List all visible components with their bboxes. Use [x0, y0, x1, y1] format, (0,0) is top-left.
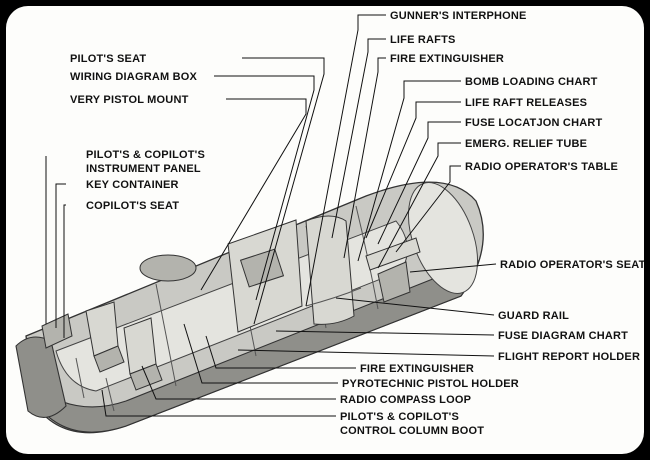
- fuselage-cutaway-diagram: GUNNER'S INTERPHONE LIFE RAFTS FIRE EXTI…: [15, 10, 644, 437]
- label-gunners-interphone: GUNNER'S INTERPHONE: [390, 10, 527, 22]
- leader-line: [141, 365, 336, 400]
- label-pyrotechnic-pistol-holder: PYROTECHNIC PISTOL HOLDER: [342, 378, 519, 390]
- label-control-column-boot-line1: PILOT'S & COPILOT'S: [340, 411, 459, 423]
- nose-opening: [15, 336, 67, 418]
- leader-line: [377, 142, 461, 269]
- leader-line: [409, 263, 497, 273]
- callout-labels: GUNNER'S INTERPHONE LIFE RAFTS FIRE EXTI…: [70, 10, 644, 437]
- leader-lines: [45, 14, 497, 417]
- leader-line: [242, 57, 325, 325]
- leader-line: [365, 101, 461, 239]
- label-fire-extinguisher-bottom: FIRE EXTINGUISHER: [360, 363, 474, 375]
- copilot-seat-cushion: [129, 363, 163, 391]
- leader-line: [275, 330, 495, 336]
- leader-line: [305, 14, 386, 307]
- fuselage-rib: [155, 283, 177, 387]
- leader-line: [200, 98, 307, 291]
- radio-table-shape: [365, 237, 421, 271]
- label-radio-operators-seat: RADIO OPERATOR'S SEAT: [500, 259, 644, 271]
- leader-line: [237, 349, 495, 357]
- radio-operator-seat-shape: [377, 261, 411, 303]
- label-fire-extinguisher-top: FIRE EXTINGUISHER: [390, 53, 504, 65]
- label-bomb-loading-chart: BOMB LOADING CHART: [465, 76, 598, 88]
- leader-line: [55, 183, 66, 328]
- leader-line: [357, 80, 461, 262]
- label-life-rafts: LIFE RAFTS: [390, 34, 456, 46]
- guard-rail-shape: [305, 287, 362, 307]
- label-control-column-boot-line2: CONTROL COLUMN BOOT: [340, 425, 484, 437]
- label-guard-rail: GUARD RAIL: [498, 310, 569, 322]
- leader-line: [377, 121, 461, 245]
- label-wiring-diagram-box: WIRING DIAGRAM BOX: [70, 71, 198, 83]
- leader-line: [343, 57, 386, 259]
- diagram-frame: GUNNER'S INTERPHONE LIFE RAFTS FIRE EXTI…: [6, 6, 644, 454]
- label-radio-compass-loop: RADIO COMPASS LOOP: [340, 394, 471, 406]
- leader-line: [395, 165, 461, 253]
- leader-line: [205, 335, 356, 369]
- leader-line: [331, 38, 386, 239]
- label-instrument-panel-line1: PILOT'S & COPILOT'S: [86, 149, 205, 161]
- label-key-container: KEY CONTAINER: [86, 179, 179, 191]
- label-fuse-diagram-chart: FUSE DIAGRAM CHART: [498, 330, 628, 342]
- control-column: [75, 357, 85, 399]
- label-emerg-relief-tube: EMERG. RELIEF TUBE: [465, 138, 587, 150]
- leader-line: [214, 75, 315, 301]
- label-pilots-seat: PILOT'S SEAT: [70, 53, 146, 65]
- label-life-raft-releases: LIFE RAFT RELEASES: [465, 97, 587, 109]
- label-instrument-panel-line2: INSTRUMENT PANEL: [86, 163, 201, 175]
- leader-line: [335, 297, 495, 316]
- pilot-seat-cushion: [93, 345, 125, 373]
- leader-line: [63, 204, 66, 338]
- label-copilots-seat: COPILOT'S SEAT: [86, 200, 179, 212]
- control-column: [105, 377, 115, 412]
- label-very-pistol-mount: VERY PISTOL MOUNT: [70, 94, 189, 106]
- label-radio-operators-table: RADIO OPERATOR'S TABLE: [465, 161, 618, 173]
- label-flight-report-holder: FLIGHT REPORT HOLDER: [498, 351, 640, 363]
- label-fuse-location-chart: FUSE LOCATJON CHART: [465, 117, 603, 129]
- leader-line: [183, 323, 338, 384]
- top-hatch: [139, 254, 197, 282]
- leader-line: [101, 389, 336, 417]
